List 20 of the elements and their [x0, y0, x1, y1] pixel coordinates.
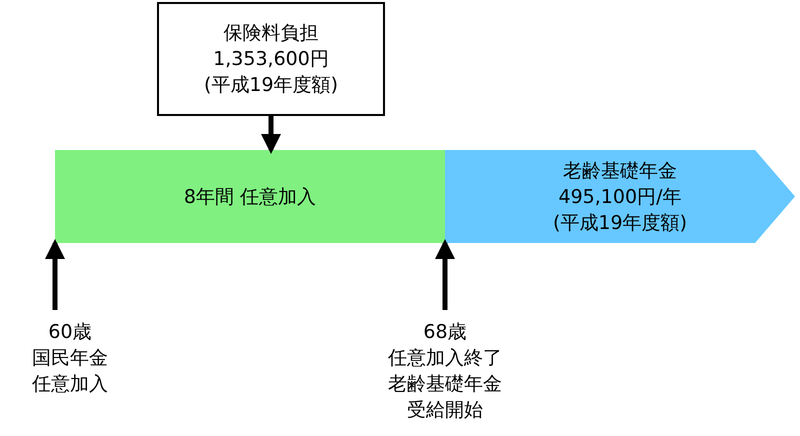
cost-box — [157, 2, 385, 116]
pension-arrow — [445, 150, 795, 243]
node-text: 任意加入終了 — [388, 346, 502, 371]
node-text: 老齢基礎年金 — [388, 372, 502, 397]
arrow — [45, 239, 65, 310]
period-bar — [55, 150, 445, 243]
node-text: 保険料負担 — [224, 21, 318, 46]
node-text: 老齢基礎年金 — [563, 158, 677, 184]
arrow — [435, 239, 455, 310]
node-text: 国民年金 — [32, 346, 108, 370]
arrow — [261, 116, 281, 154]
node-text: 1,353,600円 — [213, 47, 329, 72]
node-text: 495,100円/年 — [558, 184, 682, 210]
node-text: 68歳 — [423, 320, 467, 345]
node-text: 任意加入 — [32, 372, 108, 396]
node-text: 受給開始 — [407, 398, 483, 423]
node-text: (平成19年度額) — [204, 73, 338, 98]
node-text: (平成19年度額) — [552, 210, 687, 236]
node-text: 8年間 任意加入 — [184, 184, 316, 210]
node-text: 60歳 — [48, 320, 92, 344]
